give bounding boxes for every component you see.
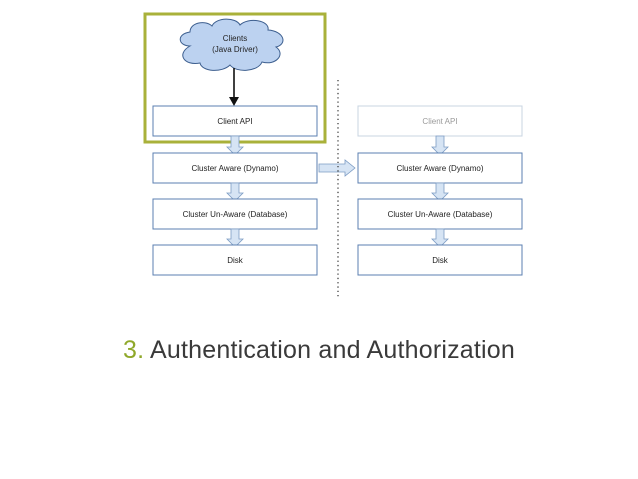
clients-sublabel: (Java Driver) [212, 45, 258, 54]
left-cluster-unaware-box [152, 198, 318, 230]
left-arrow-1 [226, 135, 244, 156]
right-disk-box [357, 244, 523, 276]
left-cluster-unaware-label: Cluster Un-Aware (Database) [183, 210, 288, 219]
left-arrow-2 [226, 182, 244, 202]
clients-label: Clients [223, 34, 247, 43]
slide-caption: 3. Authentication and Authorization [0, 336, 638, 365]
left-cluster-aware-box [152, 152, 318, 184]
right-arrow-2 [431, 182, 449, 202]
left-client-api-label: Client API [217, 117, 252, 126]
left-arrow-3 [226, 228, 244, 248]
left-cluster-aware-label: Cluster Aware (Dynamo) [192, 164, 279, 173]
right-cluster-aware-label: Cluster Aware (Dynamo) [397, 164, 484, 173]
right-arrow-3 [431, 228, 449, 248]
caption-text: Authentication and Authorization [150, 336, 516, 364]
right-cluster-aware-box [357, 152, 523, 184]
right-client-api-label: Client API [422, 117, 457, 126]
right-disk-label: Disk [432, 256, 449, 265]
right-client-api-box [357, 105, 523, 137]
right-cluster-unaware-box [357, 198, 523, 230]
left-client-api-box [152, 105, 318, 137]
cross-stack-arrow [318, 159, 356, 177]
left-disk-box [152, 244, 318, 276]
right-arrow-1 [431, 135, 449, 156]
left-disk-label: Disk [227, 256, 244, 265]
clients-cloud: Clients (Java Driver) [179, 18, 284, 71]
caption-number: 3. [122, 336, 145, 364]
right-cluster-unaware-label: Cluster Un-Aware (Database) [388, 210, 493, 219]
